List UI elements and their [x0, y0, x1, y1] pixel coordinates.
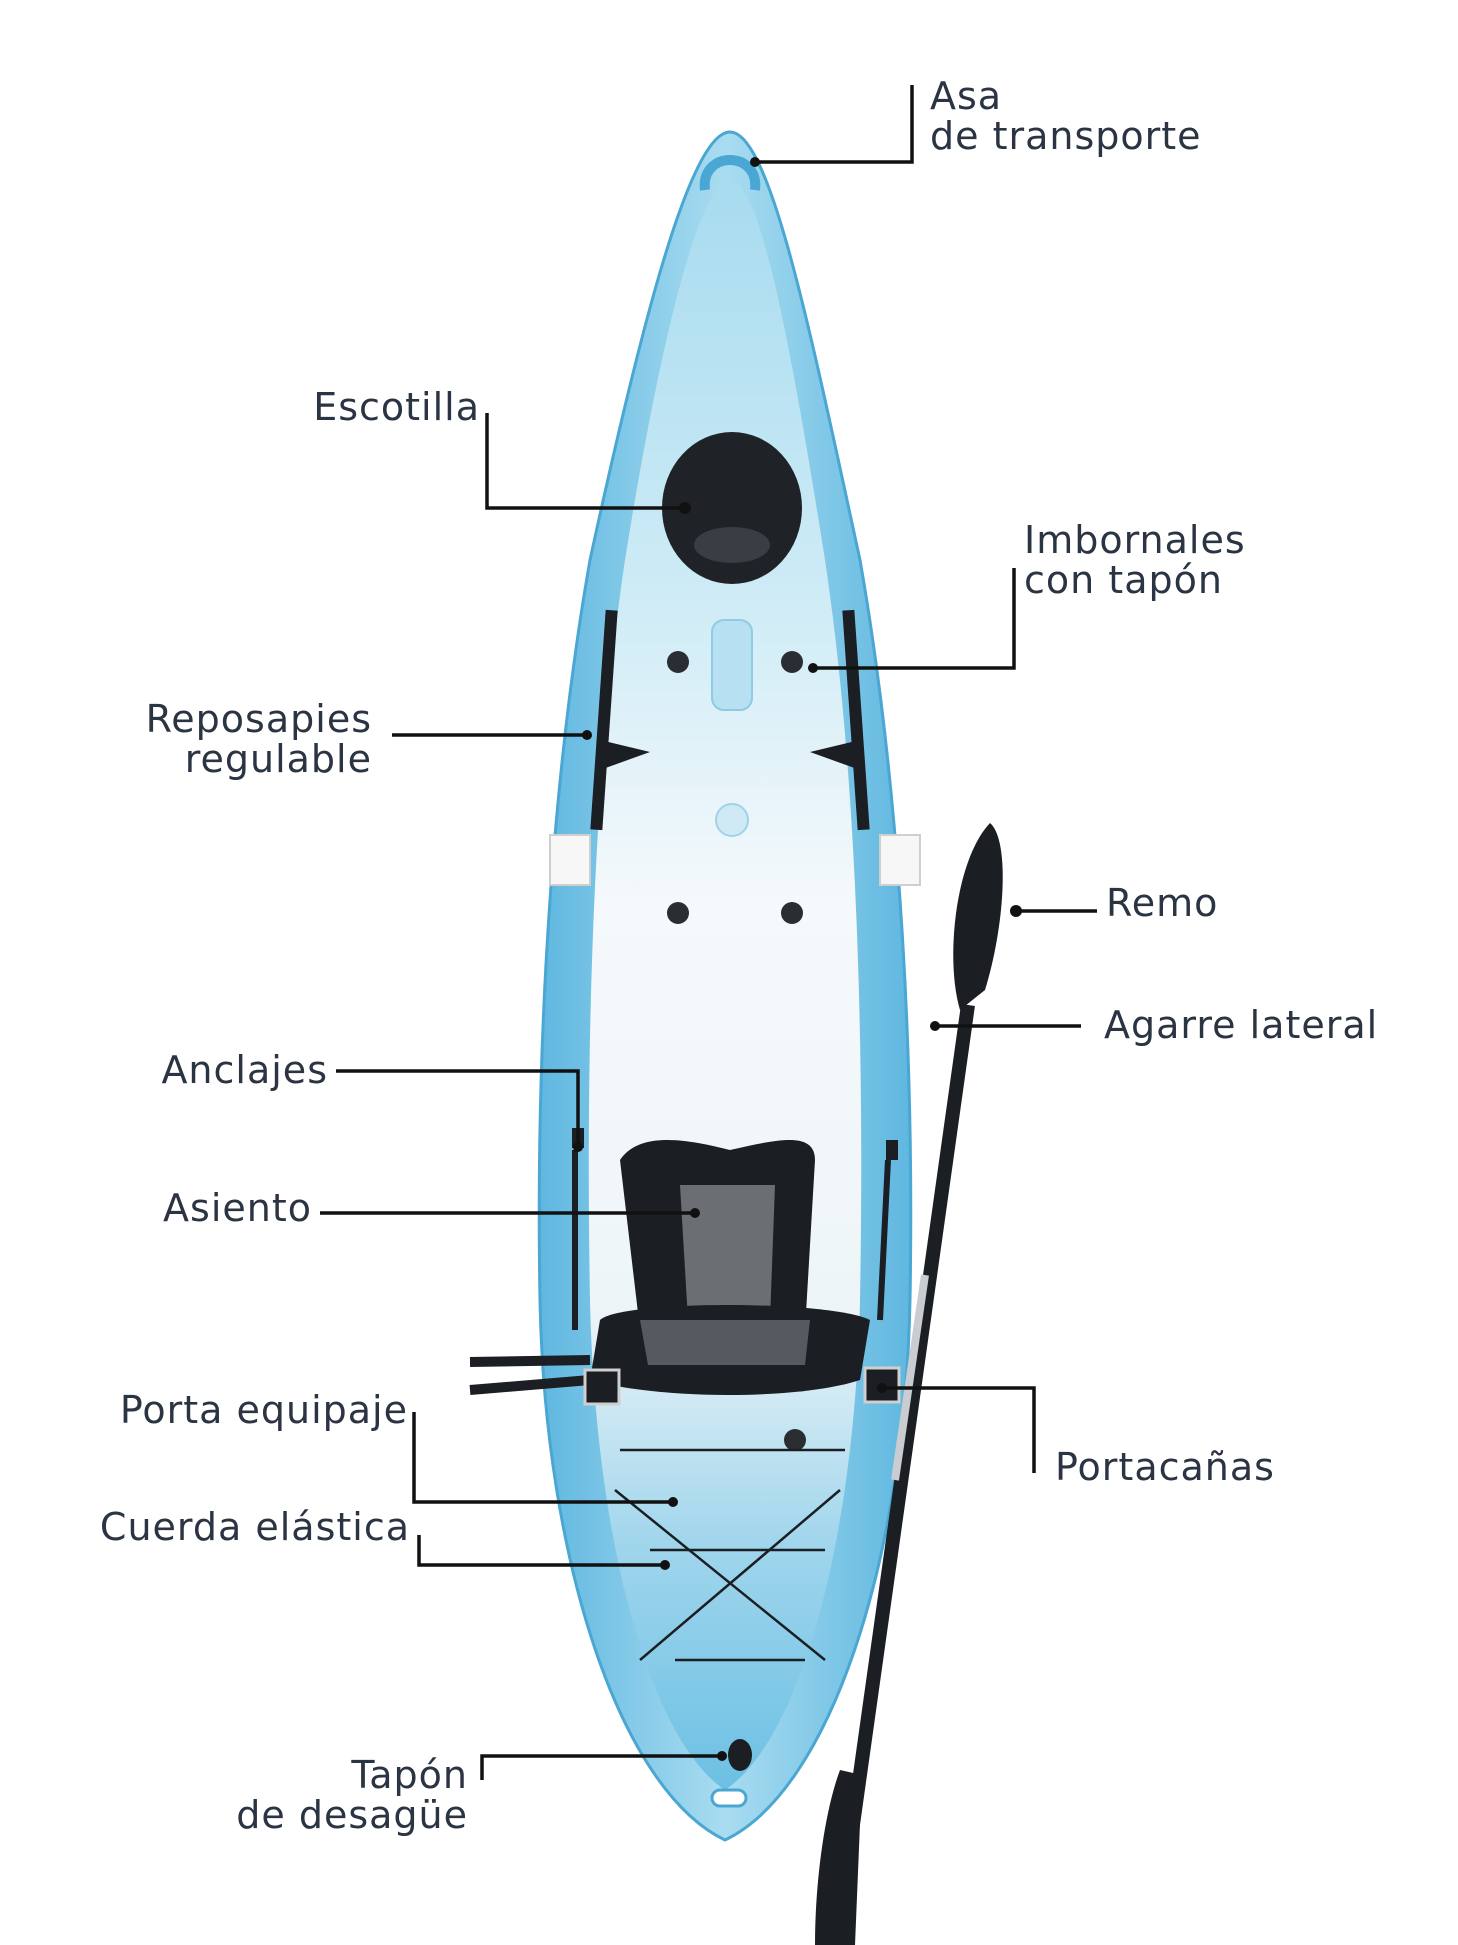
- leader-lines: [320, 85, 1097, 1780]
- label-rod-holder: Portacañas: [1055, 1447, 1275, 1487]
- label-anchors: Anclajes: [100, 1050, 328, 1090]
- label-seat-text: Asiento: [163, 1186, 312, 1230]
- carry-handle-stern: [710, 1788, 748, 1808]
- label-carry-handle-line1: Asa: [930, 74, 1003, 118]
- footrest-left: [590, 609, 618, 831]
- label-footrest-line2: regulable: [184, 737, 372, 781]
- label-bungee-cord-text: Cuerda elástica: [99, 1505, 410, 1549]
- label-bungee-cord: Cuerda elástica: [40, 1507, 410, 1547]
- label-hatch-text: Escotilla: [313, 385, 480, 429]
- paddle-blade-bottom: [815, 1770, 862, 1945]
- leader-hatch: [485, 413, 685, 510]
- paddle-shaft: [841, 1004, 975, 1861]
- rod-holder-left: [583, 1368, 621, 1406]
- label-anchors-text: Anclajes: [161, 1048, 328, 1092]
- scupper-3: [667, 902, 689, 924]
- label-drain-plug-line2: de desagüe: [236, 1793, 468, 1837]
- paddle: [815, 823, 1003, 1945]
- carry-handle-bow: [699, 155, 761, 191]
- label-carry-handle: Asa de transporte: [930, 76, 1202, 156]
- leader-luggage: [412, 1412, 673, 1504]
- label-hatch: Escotilla: [300, 387, 480, 427]
- label-drain-plug-line1: Tapón: [351, 1753, 468, 1797]
- label-footrest: Reposapies regulable: [110, 699, 372, 779]
- label-paddle-text: Remo: [1106, 881, 1219, 925]
- leader-scuppers: [813, 568, 1016, 670]
- label-luggage-holder: Porta equipaje: [60, 1390, 408, 1430]
- scupper-1: [667, 651, 689, 673]
- leader-drain-plug: [480, 1754, 722, 1780]
- label-scuppers-line2: con tapón: [1024, 558, 1223, 602]
- scupper-2: [781, 651, 803, 673]
- label-luggage-holder-text: Porta equipaje: [119, 1388, 408, 1432]
- label-side-grip: Agarre lateral: [1104, 1005, 1378, 1045]
- paddle-blade-top: [953, 823, 1003, 1010]
- bungee-cord: [614, 1448, 845, 1662]
- leader-anchors: [336, 1069, 580, 1147]
- label-paddle: Remo: [1106, 883, 1218, 923]
- drain-plug: [728, 1739, 752, 1771]
- anchor-right: [886, 1140, 898, 1160]
- label-side-grip-text: Agarre lateral: [1104, 1003, 1379, 1047]
- label-seat: Asiento: [100, 1188, 312, 1228]
- label-carry-handle-line2: de transporte: [930, 114, 1202, 158]
- center-console: [711, 619, 753, 711]
- label-scuppers: Imbornales con tapón: [1024, 520, 1246, 600]
- label-footrest-line1: Reposapies: [145, 697, 372, 741]
- leader-bungee: [417, 1535, 665, 1567]
- label-rod-holder-text: Portacañas: [1055, 1445, 1275, 1489]
- footrest-right: [842, 609, 870, 831]
- scupper-4: [781, 902, 803, 924]
- label-scuppers-line1: Imbornales: [1024, 518, 1246, 562]
- scupper-5: [784, 1429, 806, 1451]
- leader-rod-holder: [882, 1386, 1036, 1473]
- leader-carry-handle: [755, 85, 914, 164]
- label-drain-plug: Tapón de desagüe: [200, 1755, 468, 1835]
- leader-dots: [573, 157, 1022, 1761]
